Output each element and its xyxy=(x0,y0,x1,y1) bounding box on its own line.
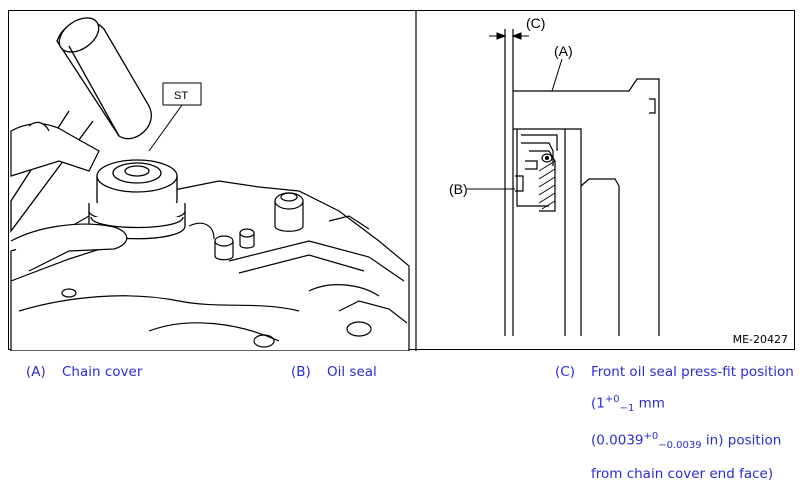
figure-drawing: ST (C) (A) (B) xyxy=(10,11,660,351)
legend-text-c-line3: (0.0039+0−0.0039 in) position xyxy=(591,431,782,452)
legend-key-c: (C) xyxy=(555,364,575,380)
st-label: ST xyxy=(174,90,188,102)
figure-code: ME-20427 xyxy=(732,333,788,346)
figure-frame: ST (C) (A) (B) ME-20427 xyxy=(8,10,795,351)
label-a: (A) xyxy=(554,43,573,59)
legend-key-a: (A) xyxy=(26,364,46,380)
hand-illustration xyxy=(10,121,128,272)
legend-item-a: (A) Chain cover xyxy=(26,358,142,386)
legend-text-c-line1: Front oil seal press-fit position xyxy=(591,364,794,380)
label-b: (B) xyxy=(449,181,468,197)
st-leader-line xyxy=(148,104,183,152)
legend-text-c-line2: (1+0−1 mm xyxy=(591,394,665,415)
seal-hatching xyxy=(538,160,556,210)
label-c: (C) xyxy=(526,15,545,31)
dimension-c xyxy=(489,32,529,40)
legend-item-c: (C) Front oil seal press-fit position (1+… xyxy=(555,358,801,488)
legend-text-a: Chain cover xyxy=(62,364,143,380)
cross-section-illustration xyxy=(504,29,660,336)
legend-text-c-line4: from chain cover end face) xyxy=(591,466,774,483)
legend-text-b: Oil seal xyxy=(327,364,377,380)
leader-a xyxy=(551,58,563,92)
engine-block-illustration xyxy=(10,180,410,351)
legend-item-b: (B) Oil seal xyxy=(291,358,377,386)
legend-key-b: (B) xyxy=(291,364,311,380)
